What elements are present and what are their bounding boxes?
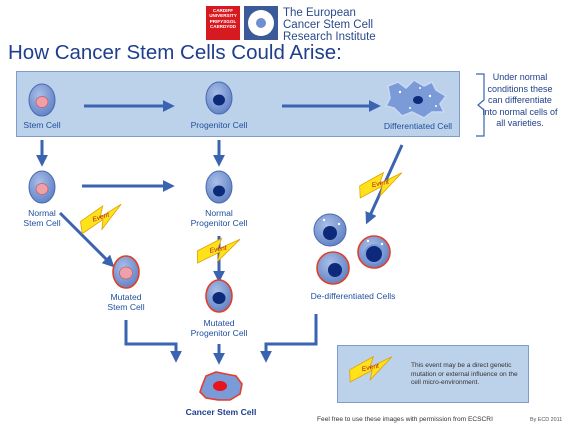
- institute-name: The European Cancer Stem Cell Research I…: [283, 7, 376, 43]
- event-bolt-stem-icon: Event: [80, 203, 122, 235]
- permission-note: Feel free to use these images with permi…: [317, 416, 493, 423]
- stem-cell-icon: [28, 83, 56, 117]
- cancer-stem-cell-icon: [199, 371, 243, 401]
- page-title: How Cancer Stem Cells Could Arise:: [8, 41, 342, 64]
- progenitor-cell-icon: [205, 81, 233, 115]
- callout-bracket: [476, 73, 485, 137]
- cardiff-university-logo: CARDIFF UNIVERSITY PRIFYSGOL CAERDYDD: [206, 6, 240, 40]
- arrow-mutated-stem-to-cancer: [124, 320, 182, 363]
- dedifferentiated-cell-2-icon: [357, 235, 391, 269]
- label-stem-cell: Stem Cell: [23, 120, 61, 130]
- event-bolt-progenitor-icon: Event: [196, 237, 241, 264]
- label-differentiated-cell: Differentiated Cell: [383, 121, 453, 131]
- label-progenitor-cell: Progenitor Cell: [190, 120, 248, 130]
- callout-text: Under normal conditions these can differ…: [482, 72, 558, 128]
- differentiated-cell-icon: [384, 78, 448, 119]
- event-label: Event: [209, 245, 228, 255]
- label-dedifferentiated-cells: De-differentiated Cells: [310, 291, 396, 301]
- arrow-dedifferentiated-to-cancer: [260, 314, 318, 363]
- event-bolt-legend-icon: Event: [349, 355, 393, 383]
- label-cancer-stem-cell: Cancer Stem Cell: [185, 407, 257, 417]
- normal-differentiation-banner: [16, 71, 460, 137]
- event-label: Event: [371, 179, 391, 190]
- event-bolt-differentiated-icon: Event: [359, 171, 403, 199]
- normal-stem-cell-icon: [28, 170, 56, 204]
- ecscri-logo-icon: [244, 6, 278, 40]
- normal-progenitor-cell-icon: [205, 170, 233, 204]
- dedifferentiated-cell-1-icon: [313, 213, 347, 247]
- dedifferentiated-cell-3-icon: [316, 251, 350, 285]
- legend-box: [337, 345, 529, 403]
- credit: By ECD 2011: [530, 417, 563, 423]
- legend-note: This event may be a direct genetic mutat…: [411, 362, 518, 387]
- mutated-stem-cell-icon: [112, 255, 140, 289]
- mutated-progenitor-cell-icon: [205, 279, 233, 313]
- event-label: Event: [361, 363, 381, 374]
- arrow-normal-to-mutated-stem: [58, 211, 115, 268]
